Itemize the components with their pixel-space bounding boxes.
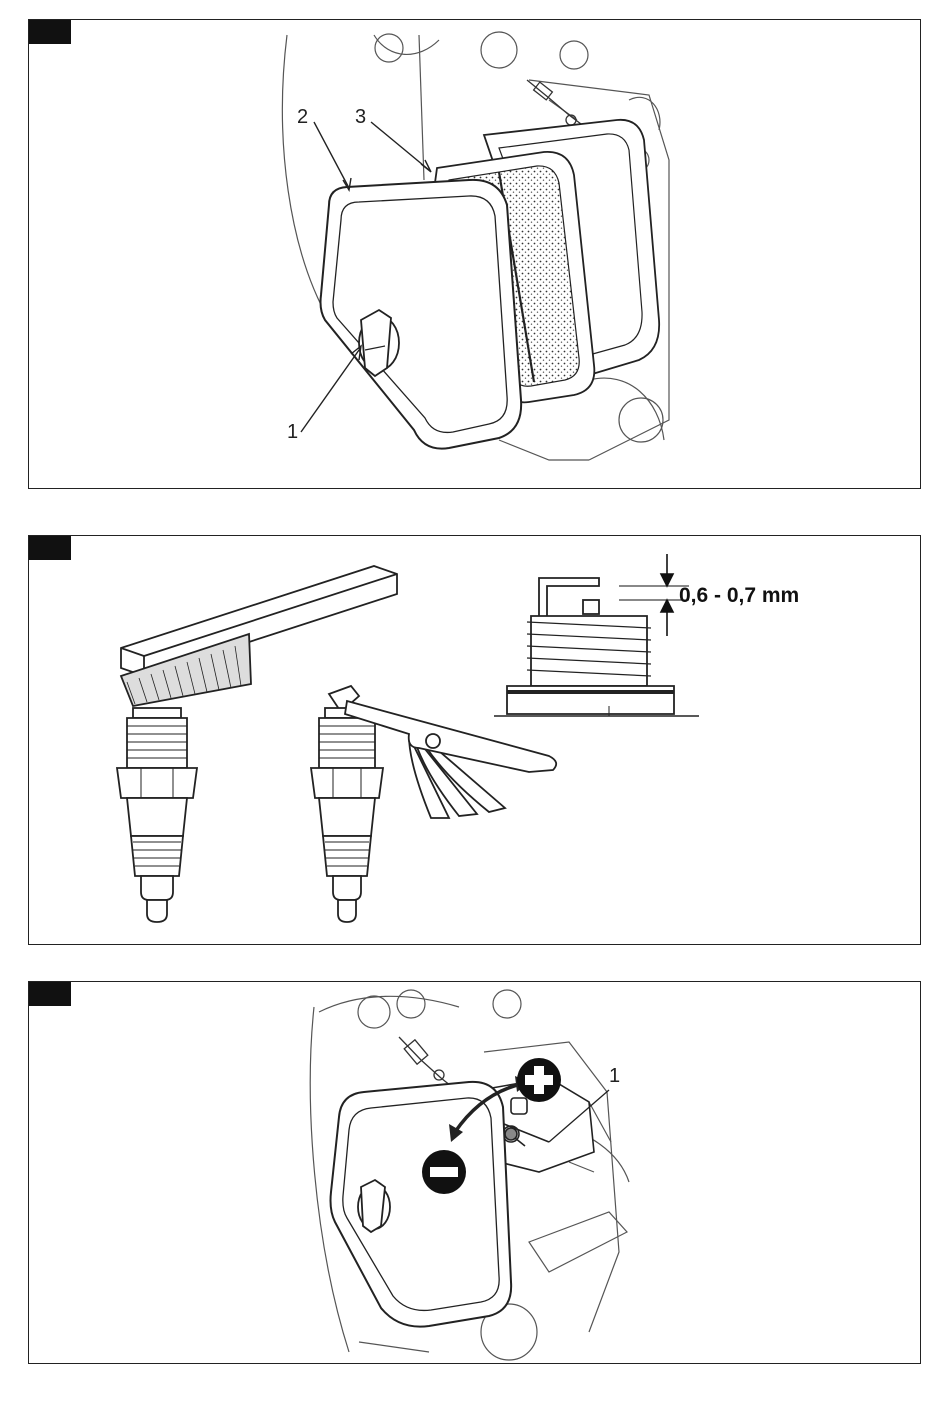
callout-2: 2 bbox=[297, 106, 308, 128]
callout-1: 1 bbox=[609, 1065, 620, 1087]
callout-1: 1 bbox=[287, 421, 298, 443]
figure-idle-adjustment: 1 bbox=[28, 981, 921, 1364]
minus-icon bbox=[422, 1150, 466, 1194]
plus-icon bbox=[517, 1058, 561, 1102]
gap-measurement-label: 0,6 - 0,7 mm bbox=[679, 584, 799, 607]
figure-spark-plug: 0,6 - 0,7 mm bbox=[28, 535, 921, 945]
idle-adjustment-illustration: 1 bbox=[29, 982, 921, 1364]
filter-cover bbox=[321, 180, 522, 449]
callout-3: 3 bbox=[355, 106, 366, 128]
figure-air-filter: 2 3 1 bbox=[28, 19, 921, 489]
spark-plug-left bbox=[117, 708, 197, 922]
wire-brush bbox=[121, 566, 397, 706]
air-filter-illustration: 2 3 1 bbox=[29, 20, 921, 489]
feeler-gauge bbox=[345, 701, 556, 818]
spark-plug-illustration: 0,6 - 0,7 mm bbox=[29, 536, 921, 945]
filter-cover bbox=[331, 1082, 512, 1327]
electrode-gap-detail bbox=[494, 578, 699, 716]
